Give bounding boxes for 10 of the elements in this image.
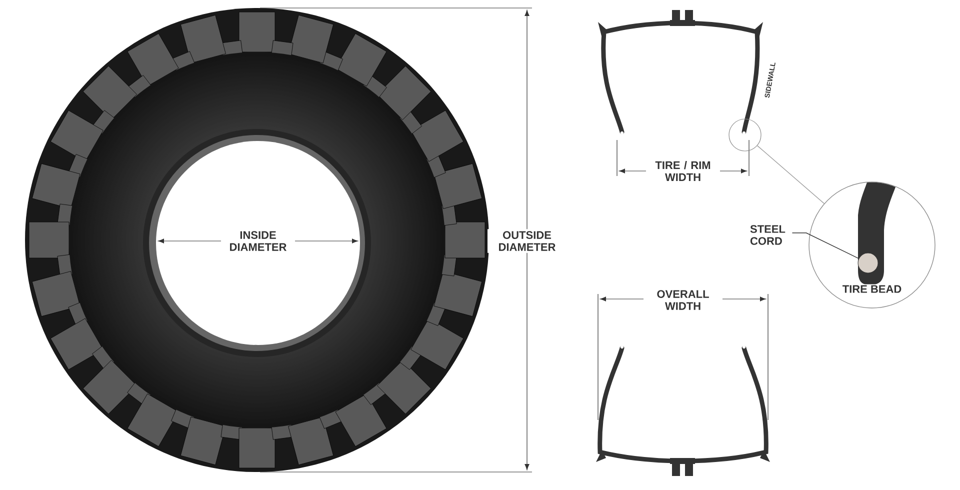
dimension-label: OUTSIDE DIAMETER	[488, 229, 566, 253]
connector-line	[756, 145, 825, 204]
callout-text: STEEL CORD	[750, 225, 786, 245]
leader-line	[792, 232, 860, 259]
dimension-label: INSIDE DIAMETER	[221, 229, 295, 253]
magnifier-circle	[728, 118, 762, 152]
callout-text: TIRE BEAD	[841, 284, 903, 294]
bead-circle	[858, 252, 878, 274]
dimension-label: TIRE / RIM WIDTH	[646, 159, 720, 183]
dimension-label: OVERALL WIDTH	[644, 288, 722, 312]
